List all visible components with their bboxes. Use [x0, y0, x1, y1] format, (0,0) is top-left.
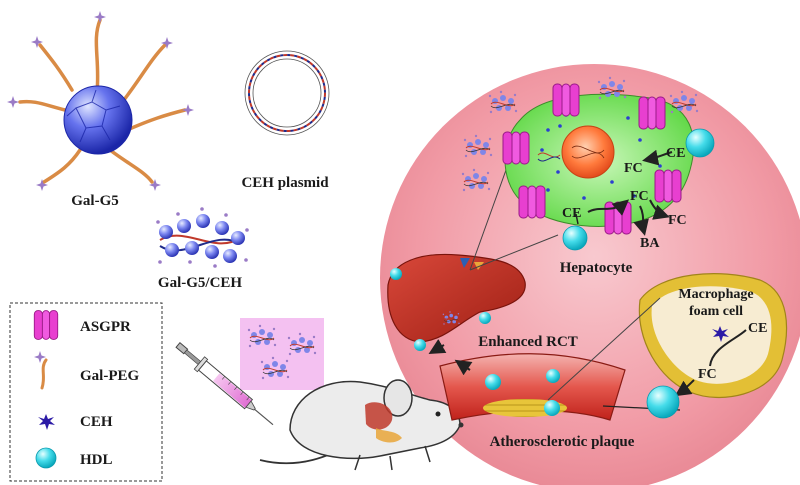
macrophage-fc: FC — [698, 367, 717, 382]
legend-label-hdl: HDL — [80, 452, 113, 468]
syringe-icon — [175, 341, 274, 426]
gal-g5-dendrimer — [7, 11, 194, 191]
asgpr-receptor — [654, 169, 682, 203]
asgpr-receptor — [518, 185, 546, 219]
hepatocyte-ce-left: CE — [562, 206, 581, 221]
hepatocyte-fc-mid: FC — [630, 189, 649, 204]
asgpr-receptor-icon — [33, 310, 59, 340]
asgpr-receptor — [552, 83, 580, 117]
macrophage-ce: CE — [748, 321, 767, 336]
gal-g5-ceh-complex — [156, 207, 249, 268]
hepatocyte-fc-out: FC — [668, 213, 687, 228]
ceh-enzyme-icon — [712, 326, 729, 342]
hepatocyte-ba: BA — [640, 236, 660, 251]
hepatocyte-label: Hepatocyte — [560, 260, 633, 276]
gal-g5-label: Gal-G5 — [71, 193, 119, 209]
gal-g5-ceh-label: Gal-G5/CEH — [158, 275, 243, 291]
enhanced-rct-label: Enhanced RCT — [478, 334, 578, 350]
asgpr-receptor — [638, 96, 666, 130]
legend-label-ceh: CEH — [80, 414, 113, 430]
macrophage-label-1: Macrophage — [678, 287, 753, 302]
macrophage-label-2: foam cell — [689, 304, 743, 319]
plaque-label: Atherosclerotic plaque — [490, 434, 635, 450]
blood-vessel — [439, 353, 626, 421]
nanoparticle-solution-box — [240, 318, 324, 390]
liver-illustration — [387, 253, 526, 351]
hepatocyte-ce-right: CE — [666, 146, 685, 161]
legend-label-gal-peg: Gal-PEG — [80, 368, 139, 384]
legend-label-asgpr: ASGPR — [80, 319, 131, 335]
ceh-plasmid-label: CEH plasmid — [241, 175, 329, 191]
legend: ASGPR Gal-PEG CEH HDL — [9, 302, 163, 482]
gal-peg-icon — [34, 351, 48, 390]
hdl-particle — [646, 385, 680, 419]
hdl-particle-icon — [35, 447, 57, 469]
macrophage-foam-cell — [638, 273, 788, 399]
asgpr-receptor — [502, 131, 530, 165]
ceh-enzyme-icon — [38, 414, 55, 430]
hepatocyte-fc-right: FC — [624, 161, 643, 176]
mouse-illustration — [259, 379, 464, 471]
ceh-plasmid-icon — [244, 50, 330, 136]
